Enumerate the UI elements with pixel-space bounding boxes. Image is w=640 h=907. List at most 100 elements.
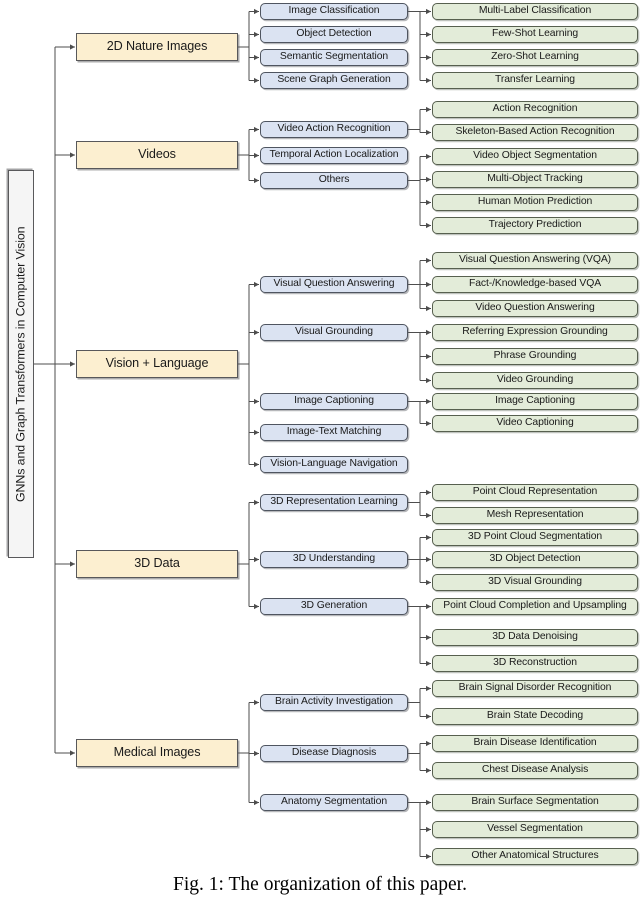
task-node: 3D Data Denoising	[432, 629, 638, 646]
subcategory-node-label: Others	[318, 174, 350, 186]
task-node-label: Multi-Object Tracking	[487, 173, 583, 185]
task-node-label: Point Cloud Representation	[472, 486, 598, 498]
task-node-label: Transfer Learning	[495, 74, 575, 86]
task-node-label: Video Captioning	[496, 417, 574, 429]
task-node-label: 3D Data Denoising	[492, 631, 578, 643]
task-node: Brain Surface Segmentation	[432, 794, 638, 811]
task-node: Brain State Decoding	[432, 708, 638, 725]
subcategory-node-label: Image-Text Matching	[286, 426, 382, 438]
task-node: 3D Visual Grounding	[432, 574, 638, 591]
task-node-label: Trajectory Prediction	[488, 219, 582, 231]
category-node: 2D Nature Images	[76, 33, 238, 61]
task-node: Few-Shot Learning	[432, 26, 638, 43]
subcategory-node: Image Captioning	[260, 393, 408, 410]
task-node: Video Object Segmentation	[432, 148, 638, 165]
subcategory-node-label: Semantic Segmentation	[279, 51, 389, 63]
subcategory-node: Video Action Recognition	[260, 121, 408, 138]
category-node-label: 3D Data	[134, 556, 180, 571]
subcategory-node-label: Brain Activity Investigation	[275, 696, 393, 708]
task-node: Phrase Grounding	[432, 348, 638, 365]
task-node-label: Video Grounding	[496, 374, 574, 386]
subcategory-node-label: 3D Generation	[300, 600, 368, 612]
subcategory-node: Visual Grounding	[260, 324, 408, 341]
subcategory-node-label: Anatomy Segmentation	[280, 796, 387, 808]
task-node: Brain Disease Identification	[432, 735, 638, 752]
category-node: Videos	[76, 141, 238, 169]
task-node-label: Other Anatomical Structures	[471, 850, 599, 862]
subcategory-node: Vision-Language Navigation	[260, 456, 408, 473]
taxonomy-diagram: GNNs and Graph Transformers in Computer …	[8, 3, 638, 865]
task-node-label: Video Object Segmentation	[473, 150, 597, 162]
task-node-label: 3D Point Cloud Segmentation	[467, 531, 603, 543]
subcategory-node-label: Visual Question Answering	[273, 278, 395, 290]
subcategory-node: Disease Diagnosis	[260, 745, 408, 762]
task-node-label: 3D Reconstruction	[493, 657, 577, 669]
root-node-label: GNNs and Graph Transformers in Computer …	[13, 226, 28, 502]
subcategory-node-label: 3D Representation Learning	[270, 496, 398, 508]
subcategory-node-label: Video Action Recognition	[277, 123, 391, 135]
task-node: Multi-Label Classification	[432, 3, 638, 20]
subcategory-node: 3D Understanding	[260, 551, 408, 568]
task-node-label: Few-Shot Learning	[491, 28, 579, 40]
category-node-label: 2D Nature Images	[106, 39, 208, 54]
task-node-label: Human Motion Prediction	[477, 196, 593, 208]
task-node-label: 3D Object Detection	[489, 553, 581, 565]
category-node: 3D Data	[76, 550, 238, 578]
subcategory-node-label: Disease Diagnosis	[291, 747, 377, 759]
task-node-label: Multi-Label Classification	[478, 5, 592, 17]
subcategory-node: Visual Question Answering	[260, 276, 408, 293]
category-node: Medical Images	[76, 739, 238, 767]
task-node-label: Brain Signal Disorder Recognition	[458, 682, 612, 694]
subcategory-node: Temporal Action Localization	[260, 147, 408, 164]
task-node: Video Grounding	[432, 372, 638, 389]
task-node-label: Phrase Grounding	[493, 350, 577, 362]
task-node-label: Zero-Shot Learning	[491, 51, 579, 63]
subcategory-node: Anatomy Segmentation	[260, 794, 408, 811]
subcategory-node-label: Image Classification	[288, 5, 380, 17]
task-node: Vessel Segmentation	[432, 821, 638, 838]
task-node: Transfer Learning	[432, 72, 638, 89]
task-node: Multi-Object Tracking	[432, 171, 638, 188]
task-node: Mesh Representation	[432, 507, 638, 524]
subcategory-node: Object Detection	[260, 26, 408, 43]
subcategory-node: Brain Activity Investigation	[260, 694, 408, 711]
task-node-label: Visual Question Answering (VQA)	[458, 254, 612, 266]
task-node-label: Skeleton-Based Action Recognition	[455, 126, 615, 138]
task-node-label: Image Captioning	[495, 395, 575, 407]
task-node: Fact-/Knowledge-based VQA	[432, 276, 638, 293]
task-node-label: Mesh Representation	[486, 509, 584, 521]
category-node-label: Vision + Language	[105, 356, 209, 371]
task-node-label: 3D Visual Grounding	[488, 576, 582, 588]
category-node: Vision + Language	[76, 350, 238, 378]
task-node: Video Captioning	[432, 415, 638, 432]
task-node: Trajectory Prediction	[432, 217, 638, 234]
subcategory-node-label: Object Detection	[296, 28, 372, 40]
subcategory-node: 3D Generation	[260, 598, 408, 615]
category-node-label: Videos	[138, 147, 176, 162]
task-node-label: Vessel Segmentation	[487, 823, 583, 835]
task-node: Visual Question Answering (VQA)	[432, 252, 638, 269]
task-node: Brain Signal Disorder Recognition	[432, 680, 638, 697]
task-node-label: Referring Expression Grounding	[462, 326, 608, 338]
subcategory-node-label: Image Captioning	[294, 395, 374, 407]
task-node-label: Video Question Answering	[475, 302, 595, 314]
task-node: Video Question Answering	[432, 300, 638, 317]
task-node-label: Fact-/Knowledge-based VQA	[468, 278, 602, 290]
subcategory-node-label: 3D Understanding	[292, 553, 376, 565]
task-node: Point Cloud Completion and Upsampling	[432, 598, 638, 615]
subcategory-node: Image-Text Matching	[260, 424, 408, 441]
task-node: Image Captioning	[432, 393, 638, 410]
task-node-label: Point Cloud Completion and Upsampling	[443, 600, 627, 612]
task-node: Other Anatomical Structures	[432, 848, 638, 865]
subcategory-node-label: Visual Grounding	[295, 326, 373, 338]
category-node-label: Medical Images	[113, 745, 201, 760]
task-node-label: Chest Disease Analysis	[481, 764, 589, 776]
figure-caption: Fig. 1: The organization of this paper.	[173, 874, 467, 895]
subcategory-node-label: Scene Graph Generation	[277, 74, 391, 86]
root-node: GNNs and Graph Transformers in Computer …	[8, 170, 34, 558]
subcategory-node: Scene Graph Generation	[260, 72, 408, 89]
task-node: 3D Point Cloud Segmentation	[432, 529, 638, 546]
subcategory-node-label: Vision-Language Navigation	[270, 458, 398, 470]
subcategory-node-label: Temporal Action Localization	[269, 149, 399, 161]
task-node: Point Cloud Representation	[432, 484, 638, 501]
